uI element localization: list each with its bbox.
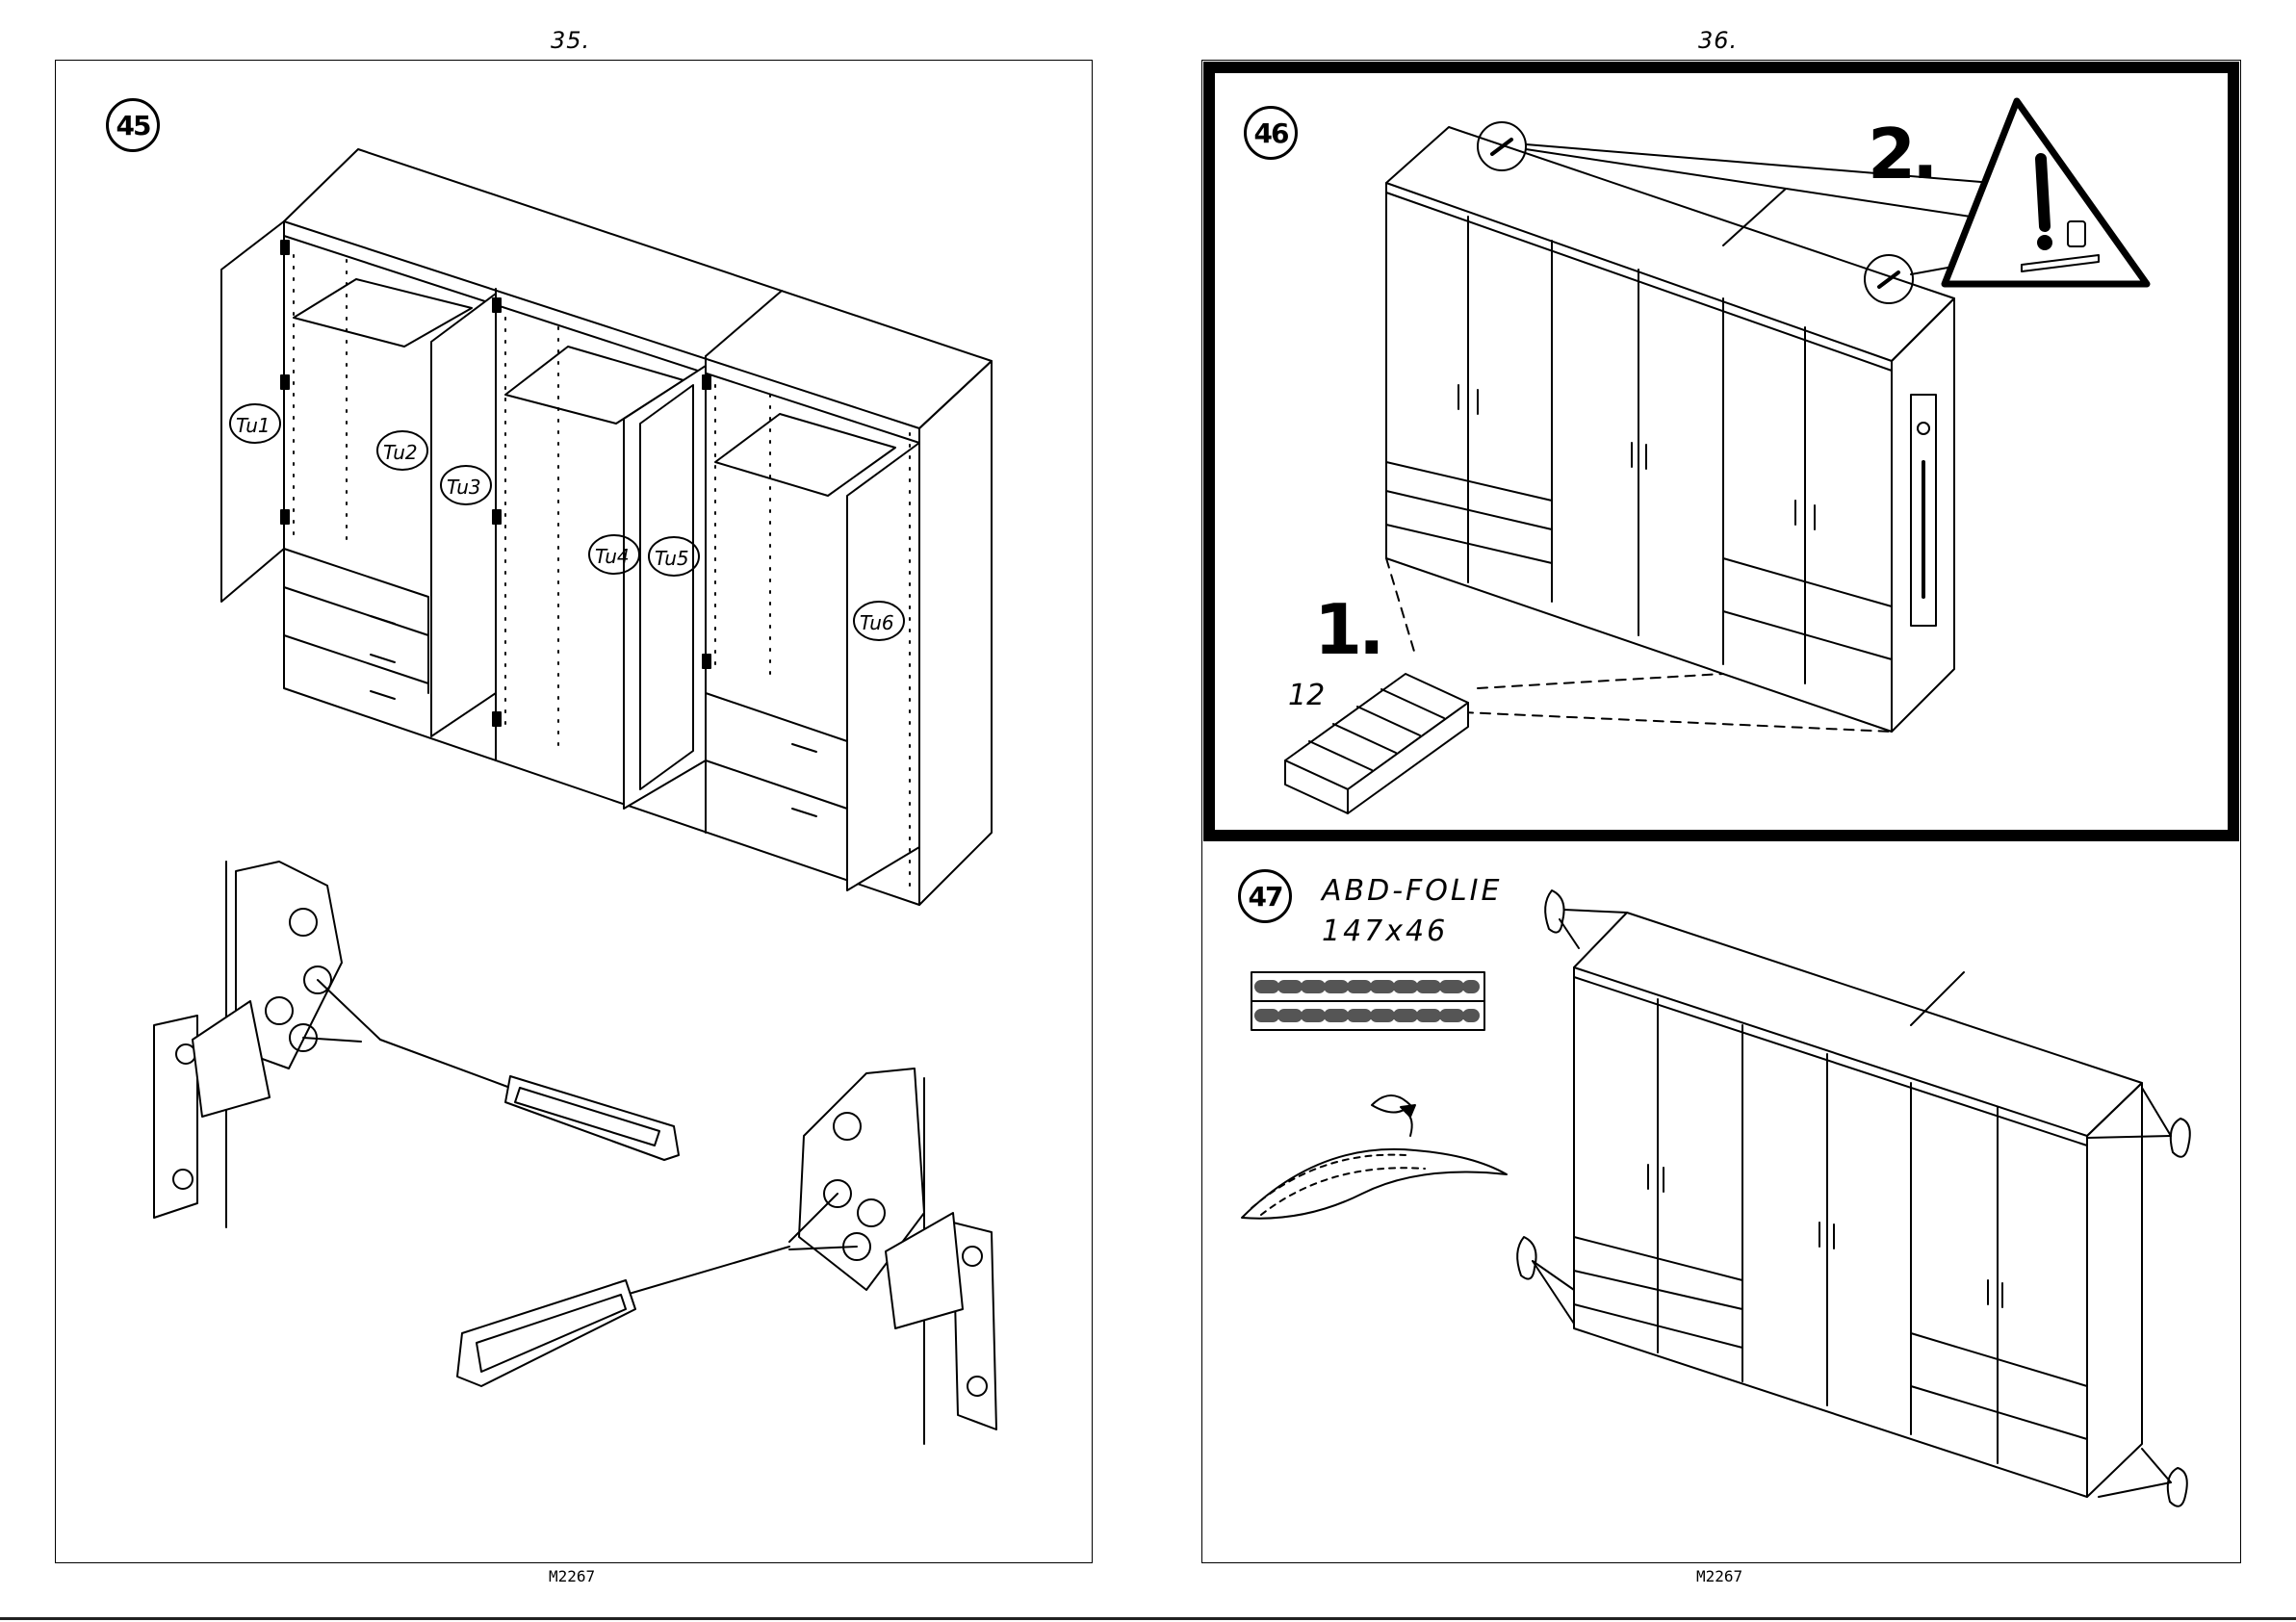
adhesive-sheet	[1242, 972, 1507, 1219]
hinge-detail-right	[789, 1068, 996, 1444]
screwdriver-right	[457, 1247, 789, 1386]
hinge-detail-left	[154, 862, 380, 1227]
screwdriver-left	[380, 1040, 679, 1160]
door-label-tu3: Tu3	[447, 476, 481, 499]
closed-wardrobe-step-46	[1386, 127, 1954, 732]
left-doc-code: M2267	[549, 1567, 595, 1585]
closed-wardrobe-step-47	[1574, 913, 2142, 1497]
step-45-badge: 45	[106, 98, 160, 152]
adhesive-part-size: 147x46	[1322, 914, 1448, 948]
door-label-tu6: Tu6	[860, 611, 894, 634]
step-46-badge: 46	[1244, 106, 1298, 160]
step-47-badge: 47	[1238, 869, 1292, 923]
adhesive-part-name: ABD-FOLIE	[1322, 874, 1502, 908]
open-wardrobe-drawing	[221, 149, 992, 905]
felt-pad-quantity: 12	[1288, 679, 1325, 712]
door-label-tu5: Tu5	[655, 547, 689, 570]
door-label-tu1: Tu1	[236, 414, 271, 437]
callout-step-1: 1.	[1314, 589, 1380, 670]
warning-triangle-icon	[1945, 101, 2147, 284]
scan-edge	[0, 1617, 2296, 1620]
right-doc-code: M2267	[1696, 1567, 1742, 1585]
door-label-tu4: Tu4	[595, 545, 630, 568]
door-label-tu2: Tu2	[383, 441, 418, 464]
callout-step-2: 2.	[1868, 114, 1934, 194]
